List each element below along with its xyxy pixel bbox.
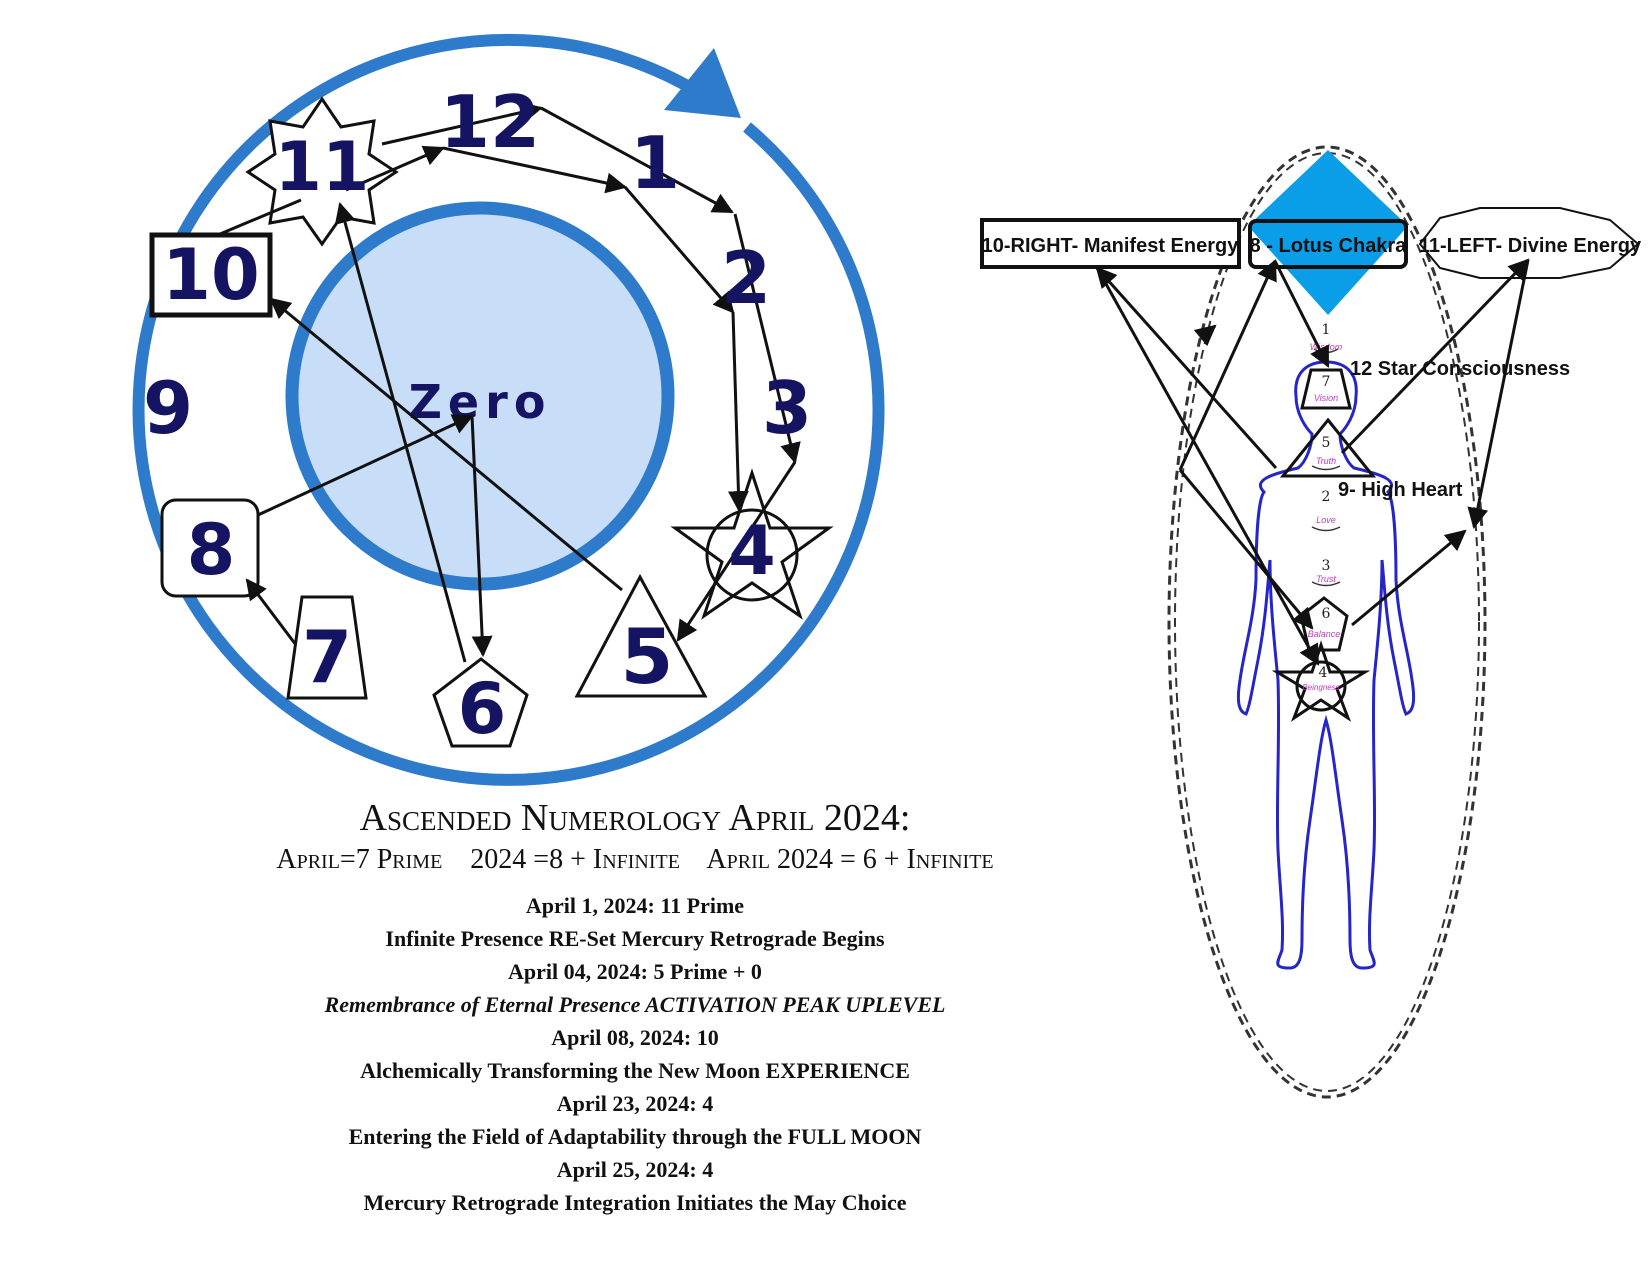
cycle-number-2: 2 xyxy=(721,236,771,320)
lotus-chakra-label: 8 - Lotus Chakra xyxy=(1250,235,1408,257)
body-chakra-diagram: 1 Wisdom 7 Vision 5 Truth 2 Love 3 Trust… xyxy=(980,145,1642,1099)
human-body-outline xyxy=(1236,360,1416,970)
cycle-number-10: 10 xyxy=(162,234,259,316)
aura-ellipse xyxy=(1167,145,1487,1099)
chakra-word-love: Love xyxy=(1316,515,1336,525)
cycle-number-4: 4 xyxy=(728,512,775,591)
ten-square-shape xyxy=(149,232,273,318)
chakra-word-truth: Truth xyxy=(1316,456,1336,466)
arrow-lotus-to-7 xyxy=(1273,260,1330,368)
chakra-number-trust: 3 xyxy=(1322,558,1331,574)
arrow-11b-to-12b xyxy=(345,145,445,192)
truth-triangle xyxy=(1279,417,1377,478)
arrow-11-to-12 xyxy=(381,101,544,146)
seven-trapezoid-shape xyxy=(286,595,368,700)
cycle-number-5: 5 xyxy=(621,612,674,701)
arrow-heart-to-balance xyxy=(1178,469,1314,630)
entry-date: April 25, 2024: 4 xyxy=(556,1157,714,1182)
cycle-number-12: 12 xyxy=(440,80,540,164)
chakra-number-balance: 6 xyxy=(1322,606,1331,622)
beingness-pentagram xyxy=(1271,640,1371,722)
entry-text: Entering the Field of Adaptability throu… xyxy=(348,1124,922,1149)
high-heart-label: 9- High Heart xyxy=(1338,479,1463,501)
right-energy-label: 10-RIGHT- Manifest Energy xyxy=(982,235,1240,257)
main-title: Ascended Numerology April 2024: xyxy=(359,797,911,839)
body-connector-arrows xyxy=(1094,258,1530,666)
arrow-body-to-right-energy xyxy=(1193,324,1217,347)
chakra-number-beingness: 4 xyxy=(1319,665,1328,681)
arrow-balance-to-right xyxy=(1351,529,1467,627)
arrow-right-loop xyxy=(1095,266,1278,470)
cycle-number-7: 7 xyxy=(302,615,352,699)
arrow-heart-to-left xyxy=(1178,259,1277,471)
chakra-number-love: 2 xyxy=(1322,489,1331,505)
entry-text: Mercury Retrograde Integration Initiates… xyxy=(363,1190,907,1215)
cycle-direction-arrowhead xyxy=(664,48,741,118)
arrow-8-to-zero xyxy=(257,414,474,517)
arrow-heart-to-left-energy xyxy=(1340,258,1530,455)
five-triangle-shape xyxy=(574,573,708,698)
six-pentagon-shape xyxy=(432,657,529,748)
arrow-12-to-2 xyxy=(540,106,734,214)
vision-trapezoid xyxy=(1300,368,1352,410)
entry-date: April 1, 2024: 11 Prime xyxy=(525,893,745,918)
arrow-down-to-4 xyxy=(727,311,749,513)
entry-text: Infinite Presence RE-Set Mercury Retrogr… xyxy=(385,926,885,951)
cycle-connector-arrows xyxy=(219,101,801,663)
arrow-zero-to-6 xyxy=(470,415,493,658)
four-pentagram-shape xyxy=(670,468,834,620)
chakra-word-wisdom: Wisdom xyxy=(1310,342,1343,352)
title-block: Ascended Numerology April 2024: April=7 … xyxy=(160,795,1110,1219)
zero-label: Zero xyxy=(409,375,552,429)
arrow-10-to-11 xyxy=(219,198,302,236)
entry-text: Remembrance of Eternal Presence ACTIVATI… xyxy=(324,992,946,1017)
arrow-5-to-10 xyxy=(269,297,623,592)
chakra-word-balance: Balance xyxy=(1308,629,1341,639)
entry-date: April 08, 2024: 10 xyxy=(551,1025,719,1050)
chakra-word-beingness: Beingness xyxy=(1302,683,1339,692)
left-energy-box xyxy=(1418,207,1640,279)
cycle-number-11: 11 xyxy=(275,128,370,207)
eight-rounded-box-shape xyxy=(160,498,260,598)
entry-text: Alchemically Transforming the New Moon E… xyxy=(360,1058,910,1083)
cycle-number-8: 8 xyxy=(187,509,236,591)
left-energy-label: 11-LEFT- Divine Energy xyxy=(1419,235,1642,257)
outer-cycle-ring xyxy=(132,33,885,786)
arrow-6-to-11 xyxy=(334,201,467,663)
star-consciousness-label: 12 Star Consciousness xyxy=(1350,358,1570,380)
arrow-left-to-right xyxy=(1094,265,1320,666)
chakra-word-vision: Vision xyxy=(1314,393,1338,403)
arrow-7-to-8 xyxy=(245,578,298,646)
entry-date: April 23, 2024: 4 xyxy=(556,1091,714,1116)
lotus-chakra-box xyxy=(1248,219,1408,269)
cycle-number-6: 6 xyxy=(458,668,507,750)
arrow-to-mid xyxy=(442,146,628,194)
entry-date: April 04, 2024: 5 Prime + 0 xyxy=(508,959,762,984)
chakra-number-truth: 5 xyxy=(1322,435,1331,451)
arrow-3-to-5 xyxy=(676,461,797,642)
right-energy-box xyxy=(980,218,1241,269)
chakra-number-wisdom: 1 xyxy=(1322,322,1331,338)
cycle-number-1: 1 xyxy=(630,121,680,205)
entries-list: April 1, 2024: 11 Prime Infinite Presenc… xyxy=(160,889,1110,1219)
cycle-number-3: 3 xyxy=(762,366,812,450)
arrow-left-energy-to-heart xyxy=(1467,259,1530,530)
chakra-number-vision: 7 xyxy=(1322,374,1331,390)
aura-ellipse-inner xyxy=(1174,152,1480,1092)
subtitle: April=7 Prime 2024 =8 + Infinite April 2… xyxy=(276,844,994,875)
arrow-mid-to-down xyxy=(623,186,735,314)
lotus-diamond xyxy=(1248,150,1408,315)
numerology-cycle: Zero 12 1 xyxy=(132,33,885,786)
chakra-word-trust: Trust xyxy=(1316,574,1336,584)
arrow-2-to-3 xyxy=(733,213,801,465)
cycle-number-9: 9 xyxy=(143,366,193,450)
